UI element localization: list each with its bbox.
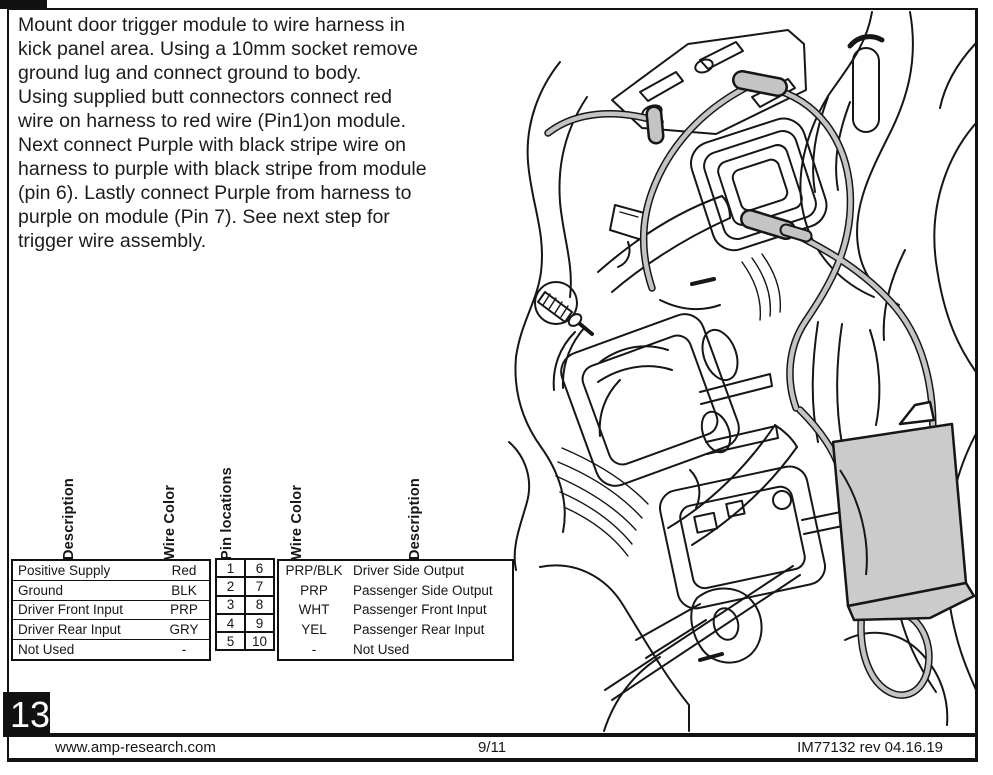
wire-color: -	[311, 641, 317, 657]
pin-cell: 4	[215, 612, 246, 634]
step-number-badge: 13	[3, 692, 50, 737]
table-row: YEL Passenger Rear Input	[279, 620, 512, 640]
col-header-description-right: Description	[407, 478, 423, 560]
pin-cell: 7	[244, 576, 275, 597]
wire-description: Ground	[18, 582, 64, 598]
table-row: - Not Used	[279, 639, 512, 659]
table-row: Driver Rear Input GRY	[13, 620, 209, 641]
wire-description: Driver Front Input	[18, 602, 124, 618]
pin-cell: 1	[215, 557, 246, 579]
wire-description: Driver Rear Input	[18, 622, 121, 638]
document-reference: IM77132 rev 04.16.19	[797, 739, 943, 756]
pin-cell: 5	[215, 631, 246, 652]
table-row: Driver Front Input PRP	[13, 601, 209, 621]
wire-description: Passenger Side Output	[353, 582, 493, 598]
wire-description: Driver Side Output	[353, 563, 465, 579]
pin-table-left-block: Positive Supply Red Ground BLK Driver Fr…	[11, 559, 211, 661]
table-row: Not Used -	[13, 640, 209, 659]
wire-color: -	[181, 642, 187, 658]
pin-cell: 8	[244, 594, 275, 615]
page-indicator: 9/11	[477, 739, 507, 756]
col-header-wire-color-right: Wire Color	[289, 484, 305, 560]
col-header-description-left: Description	[61, 478, 77, 560]
col-header-pin-locations: Pin locations	[219, 467, 235, 560]
pin-table-right-block: PRP/BLK Driver Side Output PRP Passenger…	[277, 559, 514, 661]
table-row: Positive Supply Red	[13, 561, 209, 581]
pin-cell: 3	[215, 594, 246, 615]
website-url: www.amp-research.com	[55, 739, 216, 756]
wire-description: Not Used	[18, 642, 75, 658]
pin-cell: 2	[215, 576, 246, 597]
pin-cell: 9	[244, 612, 275, 634]
wire-color: PRP	[300, 582, 328, 598]
wire-color: PRP	[170, 602, 198, 618]
pin-cell: 10	[244, 631, 275, 652]
pin-cell: 6	[244, 557, 275, 579]
wire-color: GRY	[169, 622, 199, 638]
wire-description: Passenger Front Input	[353, 602, 487, 618]
table-row: PRP/BLK Driver Side Output	[279, 561, 512, 581]
wire-color: BLK	[171, 582, 197, 598]
wire-color: Red	[171, 562, 197, 578]
step-instructions-text: Mount door trigger module to wire harnes…	[18, 14, 427, 252]
wire-description: Not Used	[353, 641, 410, 657]
wire-color: PRP/BLK	[285, 563, 343, 579]
wire-description: Positive Supply	[18, 562, 111, 578]
table-row: WHT Passenger Front Input	[279, 600, 512, 620]
wire-color: WHT	[298, 602, 330, 618]
pin-locations-grid: 1 6 2 7 3 8 4 9 5 10	[215, 557, 275, 652]
content-frame	[7, 8, 978, 735]
page-footer: www.amp-research.com 9/11 IM77132 rev 04…	[7, 735, 978, 762]
table-row: Ground BLK	[13, 581, 209, 601]
wire-description: Passenger Rear Input	[353, 622, 485, 638]
col-header-wire-color-left: Wire Color	[162, 484, 178, 560]
previous-step-box-remnant	[0, 0, 47, 9]
wire-color: YEL	[301, 622, 327, 638]
table-row: PRP Passenger Side Output	[279, 581, 512, 601]
